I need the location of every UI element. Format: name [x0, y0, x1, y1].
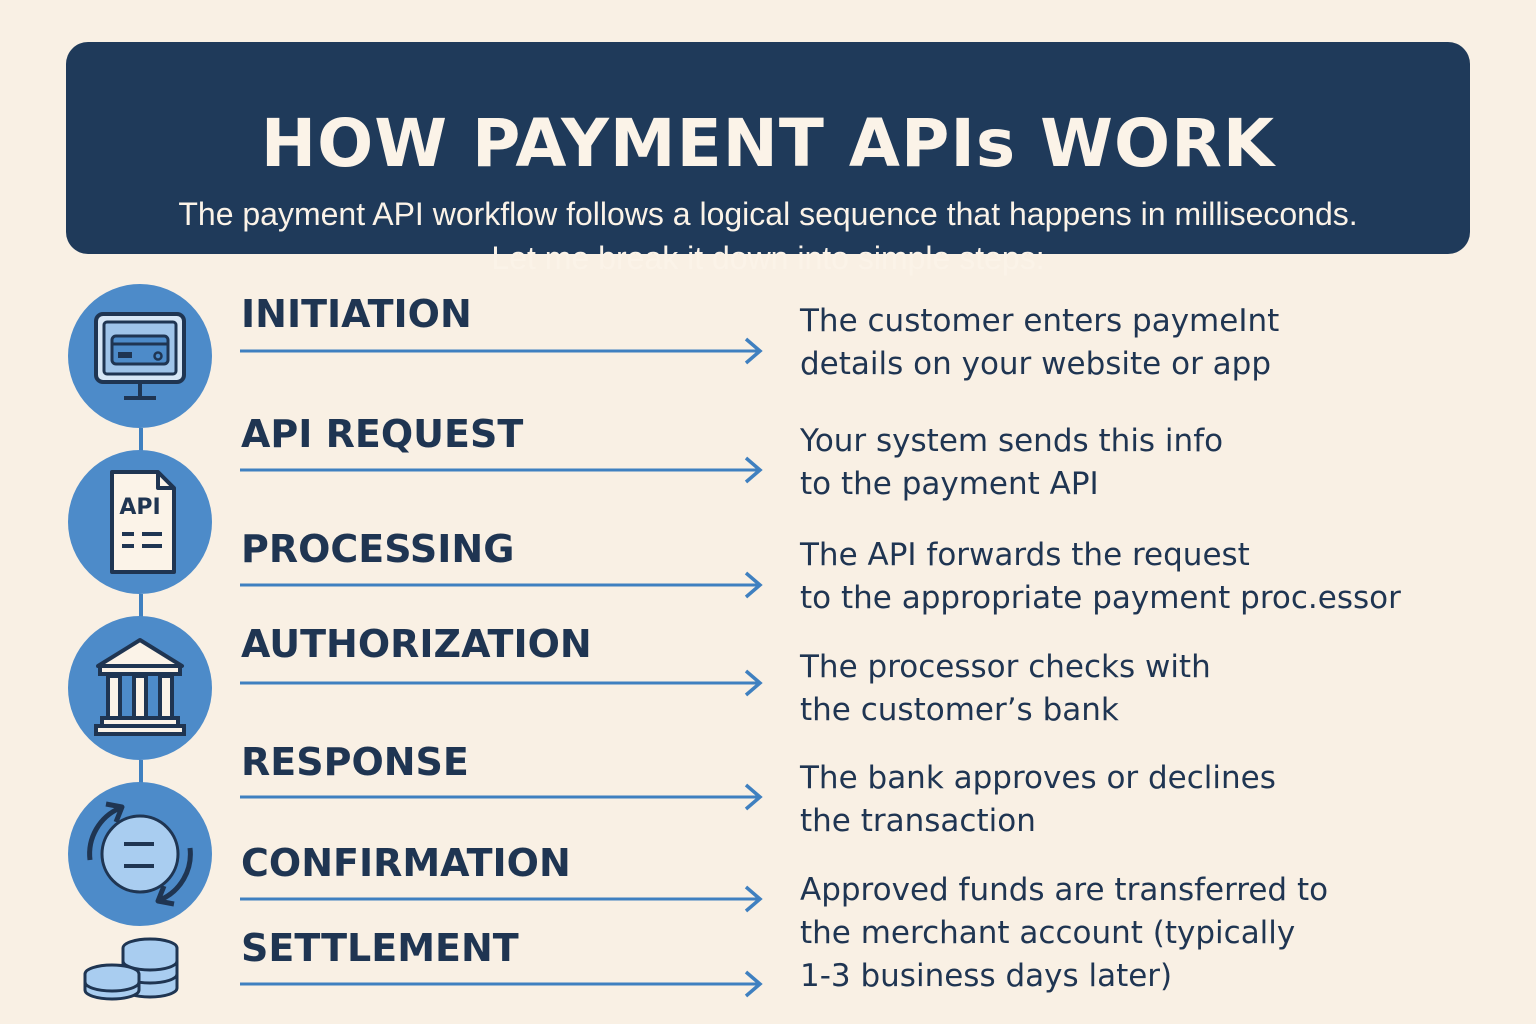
- sync-icon: [68, 782, 212, 926]
- description-settlement: Approved funds are transferred to the me…: [800, 869, 1328, 998]
- description-line: Approved funds are transferred to: [800, 872, 1329, 908]
- arrow-6: [240, 885, 763, 913]
- header-banner: HOW PAYMENT APIs WORK The payment API wo…: [66, 42, 1470, 276]
- api-badge-text: API: [119, 495, 160, 520]
- step-label-initiation: INITIATION: [241, 292, 472, 336]
- coins-icon: [82, 934, 182, 1008]
- description-line: 1-3 business days later): [800, 958, 1173, 994]
- monitor-card-icon: [68, 284, 212, 428]
- description-line: details on your website or app: [800, 346, 1272, 382]
- description-initiation: The customer enters payme​Int details on…: [800, 300, 1279, 386]
- description-line: to the appropriate payment proc.essor: [800, 580, 1401, 616]
- arrow-4: [240, 669, 763, 697]
- description-line: The customer enters payme​Int: [800, 303, 1280, 339]
- page-title: HOW PAYMENT APIs WORK: [260, 105, 1276, 182]
- step-label-response: RESPONSE: [241, 740, 469, 784]
- arrow-3: [240, 571, 763, 599]
- description-line: The processor checks with: [800, 649, 1211, 685]
- description-api-request: Your system sends this info to the payme…: [800, 420, 1223, 506]
- description-line: The bank approves or declines: [800, 760, 1276, 796]
- description-response: The bank approves or declines the transa…: [800, 757, 1276, 843]
- step-label-authorization: AUTHORIZATION: [241, 622, 592, 666]
- connector-2: [139, 594, 143, 618]
- step-label-api-request: API REQUEST: [241, 412, 524, 456]
- page-subtitle: The payment API workflow follows a logic…: [66, 192, 1470, 280]
- api-document-icon: API: [68, 450, 212, 594]
- arrow-5: [240, 783, 763, 811]
- description-authorization: The processor checks with the customer’s…: [800, 646, 1211, 732]
- description-line: to the payment API: [800, 466, 1099, 502]
- description-line: the customer’s bank: [800, 692, 1119, 728]
- subtitle-line-1: The payment API workflow follows a logic…: [178, 196, 1358, 232]
- description-processing: The API forwards the request to the appr…: [800, 534, 1401, 620]
- description-line: The API forwards the request: [800, 537, 1250, 573]
- subtitle-line-2: Let me break it down into simple steps:: [491, 240, 1045, 276]
- bank-icon: [68, 616, 212, 760]
- connector-1: [139, 428, 143, 452]
- arrow-7: [240, 970, 763, 998]
- arrow-1: [240, 337, 763, 365]
- step-label-settlement: SETTLEMENT: [241, 926, 519, 970]
- description-line: the transaction: [800, 803, 1036, 839]
- step-label-confirmation: CONFIRMATION: [241, 841, 571, 885]
- description-line: Your system sends this info: [800, 423, 1224, 459]
- arrow-2: [240, 456, 763, 484]
- connector-3: [139, 760, 143, 784]
- step-label-processing: PROCESSING: [241, 527, 515, 571]
- description-line: the merchant account (typically: [800, 915, 1296, 951]
